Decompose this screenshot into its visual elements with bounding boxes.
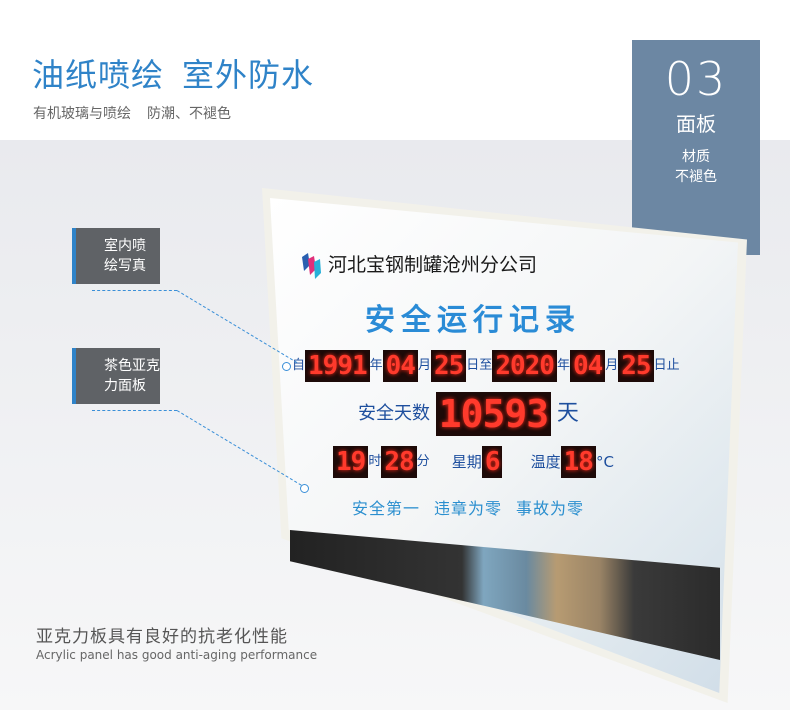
company-text: 河北宝钢制罐沧州分公司 [328,254,538,276]
slogan: 事故为零 [516,499,585,518]
subtitle: 有机玻璃与喷绘防潮、不褪色 [33,103,231,123]
month-unit: 月 [417,358,431,373]
badge-desc-2: 不褪色 [675,169,717,185]
company-name: 河北宝钢制罐沧州分公司 [300,250,537,279]
callout-leader [92,290,177,291]
headline: 油纸喷绘室外防水 [32,50,314,96]
temp-display: 18 [560,446,596,478]
callout-dot [300,484,309,493]
year-unit: 年 [556,358,570,373]
to-month-display: 04 [569,350,606,382]
safe-days-display: 10593 [435,392,552,436]
slogans: 安全第一违章为零事故为零 [352,498,598,520]
weekday-label: 星期 [451,453,482,471]
callout-line: 室内喷 [104,238,146,254]
safe-days-row: 安全天数 10593 天 [358,392,579,436]
badge-desc-1: 材质 [682,149,710,165]
headline-b: 室外防水 [182,56,315,94]
to-day-display: 25 [618,350,654,382]
board-title: 安全运行记录 [365,303,581,338]
headline-a: 油纸喷绘 [32,56,165,94]
from-day-display: 25 [430,350,467,382]
callout-dot [282,362,291,371]
slogan: 安全第一 [352,499,421,518]
feature-badge: 03 面板 材质不褪色 [632,40,760,255]
hour-unit: 时 [368,454,382,469]
month-unit: 月 [605,358,619,373]
from-year-display: 1991 [305,350,370,382]
days-unit: 天 [556,401,579,426]
footer-caption-zh: 亚克力板具有良好的抗老化性能 [36,627,288,647]
to-year-display: 2020 [492,350,557,382]
from-month-display: 04 [382,350,418,382]
minute-display: 28 [381,446,417,478]
minute-unit: 分 [416,454,430,469]
day-to-label: 日至 [466,358,493,373]
badge-title: 面板 [676,112,716,136]
hour-display: 19 [333,446,369,478]
badge-number: 03 [664,52,728,106]
company-logo-icon [302,252,321,279]
callout-line: 力面板 [104,378,146,394]
temp-unit: °C [595,453,614,471]
callout-tag-acrylic: 茶色亚克力面板 [72,348,160,404]
from-prefix: 自 [292,358,306,373]
weekday-display: 6 [481,446,503,478]
subtitle-b: 防潮、不褪色 [147,106,231,122]
slogan: 违章为零 [434,499,503,518]
year-unit: 年 [369,358,383,373]
subtitle-a: 有机玻璃与喷绘 [33,106,131,122]
footer-caption-en: Acrylic panel has good anti-aging perfor… [36,648,318,662]
callout-tag-inkjet: 室内喷绘写真 [72,228,160,284]
day-end-label: 日止 [653,358,680,373]
callout-leader [92,410,177,411]
callout-line: 绘写真 [104,258,146,274]
safe-days-label: 安全天数 [358,403,430,424]
temp-label: 温度 [530,453,561,471]
callout-line: 茶色亚克 [104,358,160,374]
